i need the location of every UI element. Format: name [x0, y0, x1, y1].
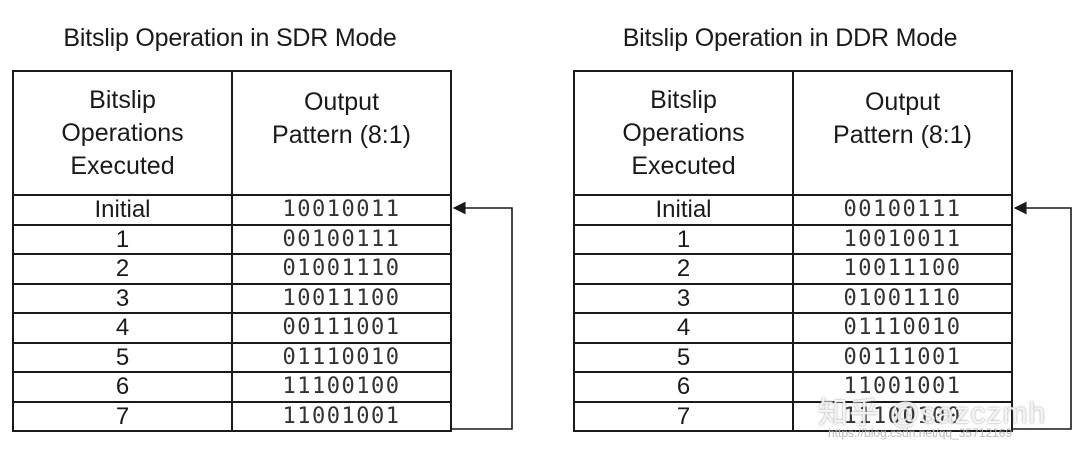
ddr-table: Bitslip Operations Executed Output Patte… — [573, 70, 1013, 432]
sdr-header-pattern: Output Pattern (8:1) — [231, 70, 452, 196]
pattern-cell: 10011100 — [792, 253, 1013, 285]
op-cell: 7 — [12, 400, 233, 432]
op-cell: 5 — [573, 341, 794, 373]
op-cell: 1 — [573, 223, 794, 255]
pattern-cell: 01001110 — [231, 253, 452, 285]
sdr-panel: Bitslip Operation in SDR Mode Bitslip Op… — [0, 0, 500, 454]
pattern-cell: 10011100 — [231, 282, 452, 314]
op-cell: Initial — [573, 194, 794, 226]
ddr-header-row: Bitslip Operations Executed Output Patte… — [573, 70, 1013, 196]
pattern-cell: 01001110 — [792, 282, 1013, 314]
op-cell: 7 — [573, 400, 794, 432]
ddr-wrap-arrow — [1012, 201, 1072, 430]
ddr-panel: Bitslip Operation in DDR Mode Bitslip Op… — [560, 0, 1060, 454]
sdr-header-ops: Bitslip Operations Executed — [12, 70, 233, 196]
sdr-title: Bitslip Operation in SDR Mode — [63, 24, 397, 52]
pattern-cell: 11100100 — [792, 400, 1013, 432]
ddr-header-ops: Bitslip Operations Executed — [573, 70, 794, 196]
pattern-cell: 11100100 — [231, 371, 452, 403]
pattern-cell: 01110010 — [792, 312, 1013, 344]
pattern-cell: 10010011 — [792, 223, 1013, 255]
pattern-cell: 00100111 — [231, 223, 452, 255]
ddr-header-pattern: Output Pattern (8:1) — [792, 70, 1013, 196]
op-cell: Initial — [12, 194, 233, 226]
sdr-header-row: Bitslip Operations Executed Output Patte… — [12, 70, 452, 196]
watermark-text: 知乎 @sazczmh — [818, 397, 1047, 430]
ddr-title: Bitslip Operation in DDR Mode — [622, 24, 958, 52]
sdr-wrap-arrow — [451, 201, 513, 430]
pattern-cell: 00111001 — [792, 341, 1013, 373]
pattern-cell: 00100111 — [792, 194, 1013, 226]
op-cell: 1 — [12, 223, 233, 255]
pattern-cell: 10010011 — [231, 194, 452, 226]
watermark-url: https://blog.csdn.net/qq_35712169 — [828, 426, 1013, 440]
pattern-cell: 11001001 — [792, 371, 1013, 403]
pattern-cell: 11001001 — [231, 400, 452, 432]
sdr-table: Bitslip Operations Executed Output Patte… — [12, 70, 452, 432]
